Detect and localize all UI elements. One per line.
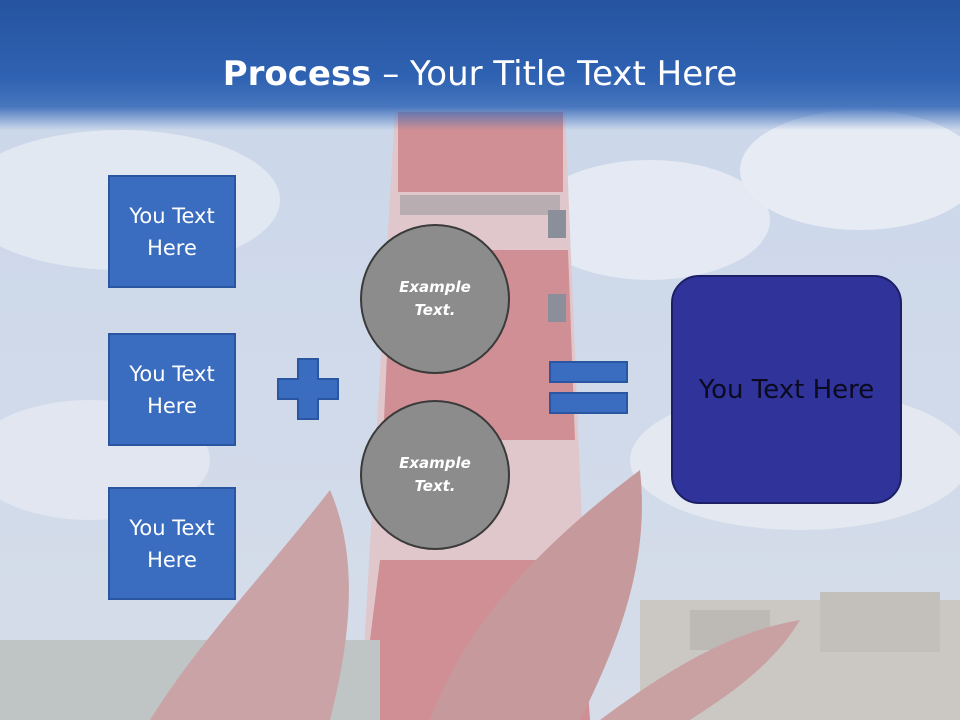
circle-label: Example Text.: [399, 454, 471, 495]
text-box-2[interactable]: You Text Here: [108, 333, 236, 446]
circle-label: Example Text.: [399, 278, 471, 319]
slide-title: Process – Your Title Text Here: [0, 52, 960, 96]
text-box-label: You Text Here: [129, 203, 215, 260]
plus-icon: [277, 358, 339, 420]
title-bold: Process: [222, 54, 372, 94]
text-box-3[interactable]: You Text Here: [108, 487, 236, 600]
title-bar: [0, 0, 960, 130]
result-box[interactable]: You Text Here: [671, 275, 902, 504]
result-label: You Text Here: [698, 374, 875, 405]
text-box-label: You Text Here: [129, 361, 215, 418]
example-circle-1[interactable]: Example Text.: [360, 224, 510, 374]
title-rest: – Your Title Text Here: [371, 54, 738, 94]
text-box-label: You Text Here: [129, 515, 215, 572]
example-circle-2[interactable]: Example Text.: [360, 400, 510, 550]
equals-icon: [549, 361, 628, 414]
text-box-1[interactable]: You Text Here: [108, 175, 236, 288]
